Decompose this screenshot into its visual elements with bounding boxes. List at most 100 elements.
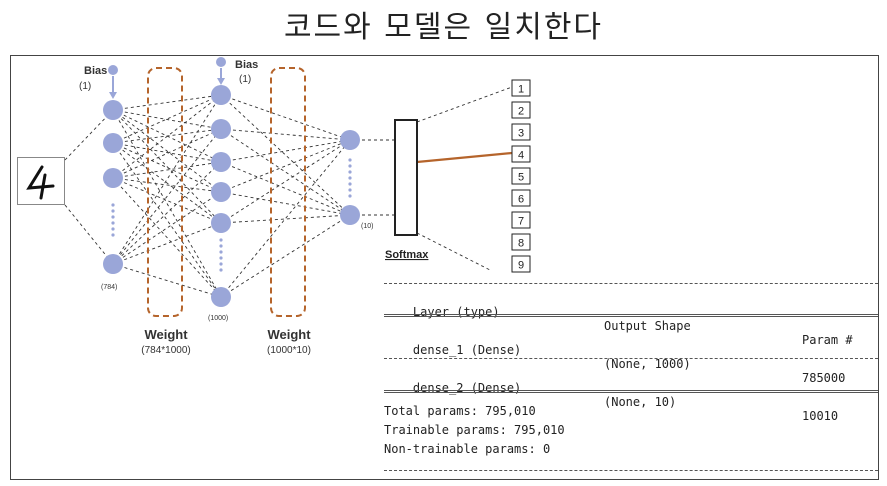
- weight1-edge: [112, 142, 222, 224]
- input-node: [103, 254, 123, 274]
- softmax-label: Softmax: [385, 249, 429, 261]
- hidden-node: [211, 287, 231, 307]
- output-node: [340, 205, 360, 225]
- summary-rule: [384, 390, 878, 393]
- weight2-edge: [220, 94, 351, 216]
- weight1-edge: [112, 128, 222, 179]
- weight2-edge: [220, 128, 351, 141]
- output-class-box: 7: [511, 211, 531, 229]
- weight1-edge: [112, 161, 222, 265]
- output-node: [340, 130, 360, 150]
- weight1-box: [147, 67, 183, 317]
- ellipsis-dot: [219, 244, 223, 248]
- weight2-edge: [220, 139, 351, 193]
- input-node: [103, 168, 123, 188]
- input-count-label: (784): [101, 284, 117, 291]
- weight1-edge: [112, 109, 222, 130]
- input-node: [103, 100, 123, 120]
- output-class-label: 1: [518, 84, 524, 96]
- output-class-label: 4: [518, 150, 524, 162]
- weight1-edge: [112, 109, 222, 298]
- weight1-sub: (784*1000): [141, 345, 190, 356]
- ellipsis-dot: [348, 170, 352, 174]
- weight1-edge: [112, 109, 222, 224]
- weight1-edge: [112, 222, 222, 265]
- bias1-dot: [108, 65, 118, 75]
- output-class-box: 4: [511, 145, 531, 163]
- ellipsis-dot: [348, 158, 352, 162]
- hidden-node: [211, 213, 231, 233]
- table-row: dense_1 (Dense) (None, 1000) 785000: [384, 329, 845, 399]
- weight1-edge: [112, 177, 222, 224]
- input-digit-image: [17, 157, 65, 205]
- header-param-count: Param #: [802, 333, 853, 347]
- input-node: [103, 133, 123, 153]
- weight1-label: Weight: [144, 327, 188, 342]
- weight1-edge: [112, 177, 222, 298]
- weight1-edge: [112, 142, 222, 193]
- bias2-sub: (1): [239, 74, 251, 85]
- ellipsis-dot: [111, 233, 115, 237]
- trainable-params: Trainable params: 795,010: [384, 423, 565, 437]
- network-edges: [64, 86, 513, 298]
- ellipsis-dot: [111, 215, 115, 219]
- ellipsis-dot: [219, 256, 223, 260]
- input-edge: [64, 109, 114, 161]
- weight2-edge: [220, 214, 351, 224]
- highlight-output-edge: [416, 151, 513, 164]
- output-class-box: 8: [511, 233, 531, 251]
- ellipsis-dot: [111, 209, 115, 213]
- weight1-edge: [112, 109, 222, 193]
- weight1-edge: [112, 263, 222, 298]
- bias2-arrowhead: [217, 78, 225, 85]
- output-class-box: 9: [511, 255, 531, 273]
- output-count-label: (10): [361, 223, 373, 230]
- weight1-edge: [112, 94, 222, 144]
- summary-rule: [384, 358, 878, 359]
- weight2-edge: [220, 191, 351, 216]
- ellipsis-dot: [111, 221, 115, 225]
- hidden-node: [211, 85, 231, 105]
- summary-rule: [384, 283, 878, 284]
- ellipsis-dot: [348, 194, 352, 198]
- hidden-node: [211, 119, 231, 139]
- row-layer: dense_1 (Dense): [412, 343, 522, 357]
- bias2-label: Bias: [235, 59, 258, 71]
- output-class-box: 3: [511, 123, 531, 141]
- ellipsis-dot: [219, 268, 223, 272]
- ellipsis-dot: [111, 203, 115, 207]
- weight1-edge: [112, 94, 222, 179]
- row-output-shape: (None, 1000): [604, 357, 691, 371]
- ellipsis-dot: [348, 176, 352, 180]
- softmax-box: [394, 119, 418, 236]
- row-output-shape: (None, 10): [604, 395, 677, 409]
- weight2-sub: (1000*10): [267, 345, 311, 356]
- bias1-arrowhead: [109, 92, 117, 99]
- output-class-label: 8: [518, 238, 524, 250]
- output-class-box: 5: [511, 167, 531, 185]
- table-row: dense_2 (Dense) (None, 10) 10010: [384, 367, 838, 437]
- weight2-edge: [220, 139, 351, 163]
- output-class-box: 6: [511, 189, 531, 207]
- ellipsis-dot: [348, 164, 352, 168]
- weight2-edge: [220, 214, 351, 298]
- row-param-count: 785000: [802, 371, 846, 385]
- summary-rule: [384, 470, 878, 471]
- hidden-node: [211, 182, 231, 202]
- bias1-sub: (1): [79, 81, 91, 92]
- bias2-dot: [216, 57, 226, 67]
- output-edge: [416, 232, 491, 271]
- weight1-edge: [112, 109, 222, 163]
- weight2-edge: [220, 161, 351, 216]
- output-class-box: 1: [511, 79, 531, 97]
- hidden-count-label: (1000): [208, 315, 228, 322]
- output-class-label: 7: [518, 216, 524, 228]
- ellipsis-dot: [219, 238, 223, 242]
- output-edge: [416, 86, 513, 123]
- weight1-edge: [112, 142, 222, 163]
- weight2-box: [270, 67, 306, 317]
- ellipsis-dot: [219, 262, 223, 266]
- weight1-edge: [112, 161, 222, 179]
